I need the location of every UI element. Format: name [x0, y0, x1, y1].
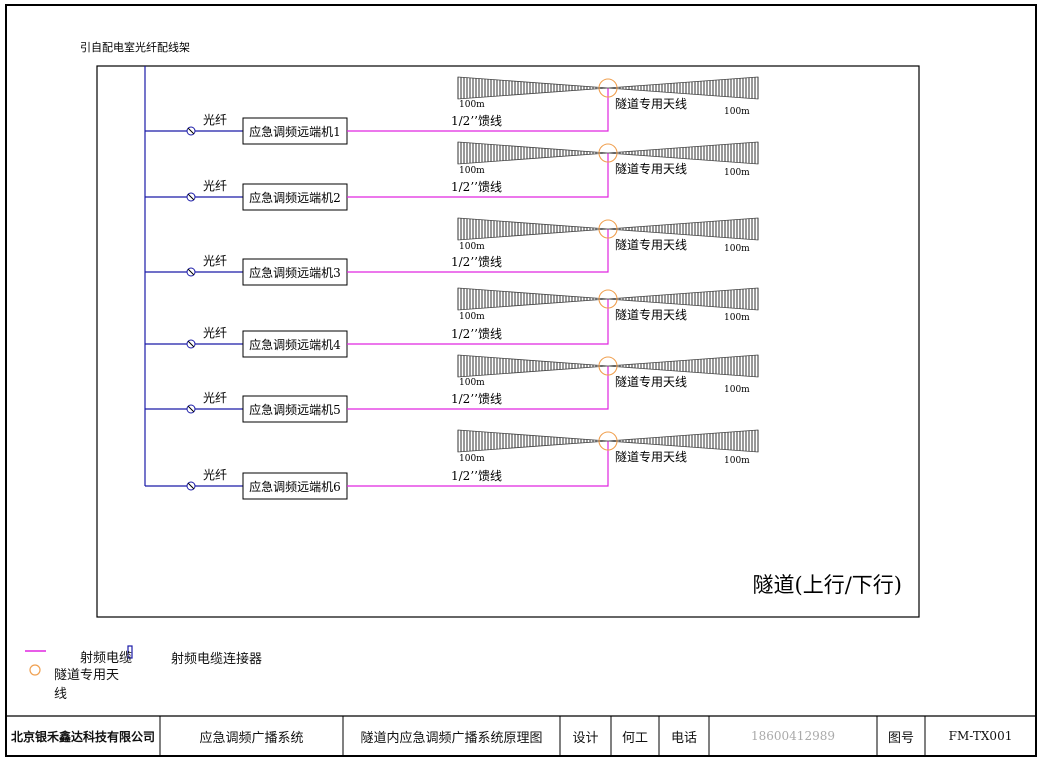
fiber-label-4: 光纤 — [203, 326, 227, 340]
fiber-connector-6-slash — [187, 482, 195, 490]
coverage-left-6-label: 100m — [459, 454, 485, 464]
feeder-label-6: 1/2’’馈线 — [451, 469, 502, 483]
fiber-label-5: 光纤 — [203, 391, 227, 405]
title-block — [6, 715, 1036, 756]
remote-unit-2-label: 应急调频远端机2 — [249, 190, 341, 205]
remote-unit-6-box — [242, 472, 348, 500]
remote-unit-5-box — [242, 395, 348, 423]
remote-unit-1-box — [242, 117, 348, 145]
feeder-label-1: 1/2’’馈线 — [451, 114, 502, 128]
fiber-label-6: 光纤 — [203, 468, 227, 482]
tb-drawing-no-label: 图号 — [887, 730, 914, 746]
remote-unit-3-label: 应急调频远端机3 — [249, 265, 341, 280]
antenna-6-label: 隧道专用天线 — [615, 449, 687, 464]
antenna-6-hatching — [457, 430, 759, 452]
antenna-2-icon — [598, 143, 618, 163]
fiber-connector-4-slash — [187, 340, 195, 348]
antenna-4-label: 隧道专用天线 — [615, 307, 687, 322]
antenna-1-hatching — [457, 77, 759, 99]
fiber-connector-2-slash — [187, 193, 195, 201]
rf-feeder-2 — [347, 153, 609, 198]
tb-designer: 何工 — [621, 730, 648, 746]
coverage-right-3-label: 100m — [724, 244, 750, 254]
feeder-label-5: 1/2’’馈线 — [451, 392, 502, 406]
rf-feeder-3 — [347, 229, 609, 273]
coverage-right-6-label: 100m — [724, 456, 750, 466]
antenna-2-hatching — [457, 142, 759, 164]
rf-feeder-5 — [347, 366, 609, 410]
antenna-3-hatching — [457, 218, 759, 240]
tb-drawing-no: FM-TX001 — [948, 729, 1013, 743]
antenna-4-icon — [598, 289, 618, 309]
antenna-3-icon — [598, 219, 618, 239]
legend-rf-cable-label: 射频电缆 — [80, 651, 133, 666]
antenna-2-label: 隧道专用天线 — [615, 161, 687, 176]
fiber-connector-3-slash — [187, 268, 195, 276]
antenna-4-hatching — [457, 288, 759, 310]
rf-feeder-1 — [347, 88, 609, 132]
fiber-label-2: 光纤 — [203, 179, 227, 193]
coverage-right-4-label: 100m — [724, 313, 750, 323]
tb-system: 应急调频广播系统 — [199, 730, 304, 746]
feeder-label-4: 1/2’’馈线 — [451, 327, 502, 341]
remote-unit-4-label: 应急调频远端机4 — [249, 337, 341, 352]
coverage-left-4-label: 100m — [459, 312, 485, 322]
legend-connector-label: 射频电缆连接器 — [171, 652, 263, 667]
remote-unit-5-label: 应急调频远端机5 — [249, 402, 341, 417]
antenna-6-icon — [598, 431, 618, 451]
tb-phone-label: 电话 — [670, 730, 697, 746]
source-label: 引自配电室光纤配线架 — [80, 40, 190, 54]
coverage-right-2-label: 100m — [724, 168, 750, 178]
remote-unit-3-box — [242, 258, 348, 286]
antenna-5-label: 隧道专用天线 — [615, 374, 687, 389]
legend-antenna-label-1: 隧道专用天 — [54, 668, 120, 683]
antenna-5-hatching — [457, 355, 759, 377]
antenna-3-label: 隧道专用天线 — [615, 237, 687, 252]
rf-feeder-4 — [347, 299, 609, 345]
fiber-label-3: 光纤 — [203, 254, 227, 268]
antenna-1-icon — [598, 78, 618, 98]
legend-antenna-icon — [29, 664, 41, 676]
antenna-5-icon — [598, 356, 618, 376]
fiber-label-1: 光纤 — [203, 113, 227, 127]
remote-unit-6-label: 应急调频远端机6 — [249, 479, 341, 494]
remote-unit-rows: 光纤应急调频远端机11/2’’馈线隧道专用天线100m100m光纤应急调频远端机… — [145, 76, 759, 500]
fiber-connector-5-slash — [187, 405, 195, 413]
remote-unit-4-box — [242, 330, 348, 358]
remote-unit-2-box — [242, 183, 348, 211]
antenna-1-label: 隧道专用天线 — [615, 96, 687, 111]
coverage-left-3-label: 100m — [459, 242, 485, 252]
tb-drawing-title: 隧道内应急调频广播系统原理图 — [360, 730, 543, 746]
tb-company: 北京银禾鑫达科技有限公司 — [10, 729, 155, 744]
remote-unit-1-label: 应急调频远端机1 — [249, 124, 341, 139]
fiber-connector-1-slash — [187, 127, 195, 135]
tb-design-label: 设计 — [572, 730, 599, 746]
coverage-left-5-label: 100m — [459, 378, 485, 388]
coverage-right-5-label: 100m — [724, 385, 750, 395]
legend — [25, 645, 133, 676]
coverage-right-1-label: 100m — [724, 107, 750, 117]
feeder-label-2: 1/2’’馈线 — [451, 180, 502, 194]
tunnel-caption: 隧道(上行/下行) — [753, 573, 902, 597]
feeder-label-3: 1/2’’馈线 — [451, 255, 502, 269]
coverage-left-2-label: 100m — [459, 166, 485, 176]
outer-frame — [5, 4, 1037, 757]
legend-connector-icon — [127, 645, 133, 659]
tb-phone: 18600412989 — [751, 729, 835, 743]
legend-antenna-label-2: 线 — [54, 687, 68, 702]
coverage-left-1-label: 100m — [459, 100, 485, 110]
rf-feeder-6 — [347, 441, 609, 487]
diagram-border — [96, 65, 920, 618]
